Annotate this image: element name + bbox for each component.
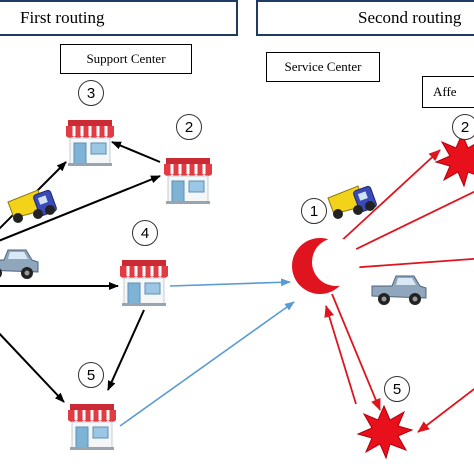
pickup-truck-icon [0,249,39,280]
node-1-number: 1 [301,198,327,224]
second-routing-label: Second routing [358,8,462,27]
store-icon [162,156,214,206]
node-2-number: 2 [176,114,202,140]
store-icon [66,402,118,452]
first-routing-label: First routing [20,8,105,27]
red-crescent-icon [292,238,360,294]
arrow-service-to-right-bottom [417,388,474,433]
arrow-5-to-service [119,301,295,427]
arrow-service-to-5 [331,293,381,411]
affected-5-number: 5 [384,376,410,402]
pickup-truck-icon [371,275,427,306]
arrow-5-to-service [324,305,357,405]
affected-label: Affe [422,76,474,108]
explosion-icon [357,405,413,459]
store-icon [64,118,116,168]
arrow-truck-to-2 [0,175,161,242]
node-4-number: 4 [132,220,158,246]
arrow-truck-to-5 [0,332,65,403]
node-5-number: 5 [78,362,104,388]
arrow-4-to-5 [107,309,145,391]
arrow-2-to-3 [111,141,161,163]
arrow-service-to-3 [341,185,474,257]
arrow-service-to-2 [337,149,441,245]
affected-2-number: 2 [452,114,474,140]
store-icon [118,258,170,308]
first-routing-title: First routing [0,0,238,36]
second-routing-title: Second routing [256,0,474,36]
arrow-4-to-service [169,278,291,287]
service-center-label: Service Center [266,52,380,82]
support-center-label: Support Center [60,44,192,74]
explosion-icon [435,133,474,187]
arrow-service-to-4 [347,257,474,269]
dump-truck-icon [7,189,58,224]
node-3-number: 3 [78,80,104,106]
